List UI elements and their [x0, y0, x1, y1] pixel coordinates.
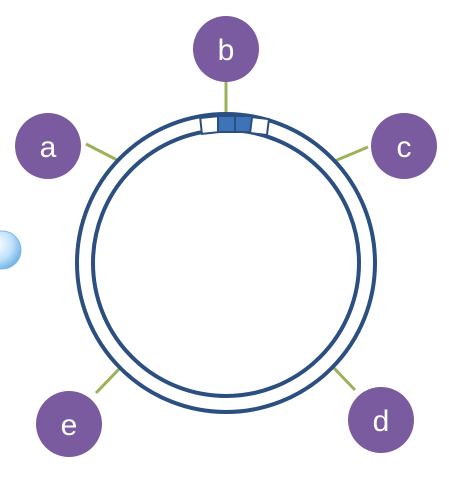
node-c-label: c — [397, 131, 412, 164]
node-e-label: e — [61, 409, 78, 442]
segment-4 — [248, 115, 271, 137]
connector-a — [85, 142, 122, 164]
segment-2 — [217, 115, 237, 133]
node-d: d — [348, 387, 414, 453]
node-e: e — [36, 391, 102, 457]
connector-d — [330, 364, 357, 392]
bubble — [0, 230, 22, 270]
ring-segments — [199, 115, 271, 137]
node-a-label: a — [40, 131, 57, 164]
node-b: b — [193, 16, 259, 82]
node-b-label: b — [218, 34, 235, 67]
node-d-label: d — [373, 405, 390, 438]
inner-ring — [91, 128, 361, 398]
node-a: a — [15, 113, 81, 179]
segment-1 — [199, 115, 221, 135]
node-c: c — [371, 113, 437, 179]
connector-e — [94, 364, 124, 395]
